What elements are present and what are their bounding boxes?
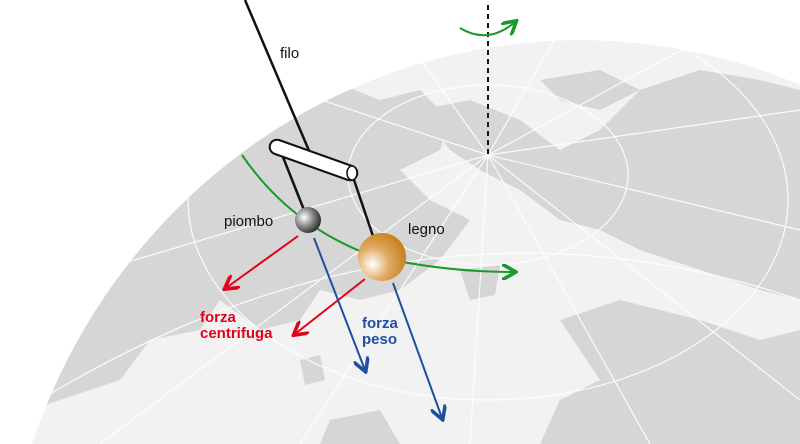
rotation-axis (459, 5, 515, 155)
weight-label-line2: peso (362, 331, 398, 348)
lead-label: piombo (224, 213, 274, 230)
weight-force-label: forza peso (362, 316, 398, 348)
centrifugal-force-label: forza centrifuga (200, 310, 273, 342)
wood-sphere (358, 233, 406, 281)
weight-label-line1: forza (362, 315, 398, 332)
centrifugal-arrow-wood (295, 278, 366, 334)
wood-label: legno (408, 221, 445, 238)
lead-sphere (295, 207, 321, 233)
rotation-arrow-icon (459, 22, 515, 37)
balance-beam (268, 138, 378, 246)
weight-arrow-wood (392, 282, 442, 418)
centrifugal-label-line2: centrifuga (200, 325, 273, 342)
thread-label: filo (280, 45, 300, 62)
centrifugal-label-line1: forza (200, 309, 236, 326)
centrifugal-arrow-lead (226, 235, 299, 288)
weight-arrow-lead (313, 237, 365, 370)
thread (243, 0, 312, 154)
